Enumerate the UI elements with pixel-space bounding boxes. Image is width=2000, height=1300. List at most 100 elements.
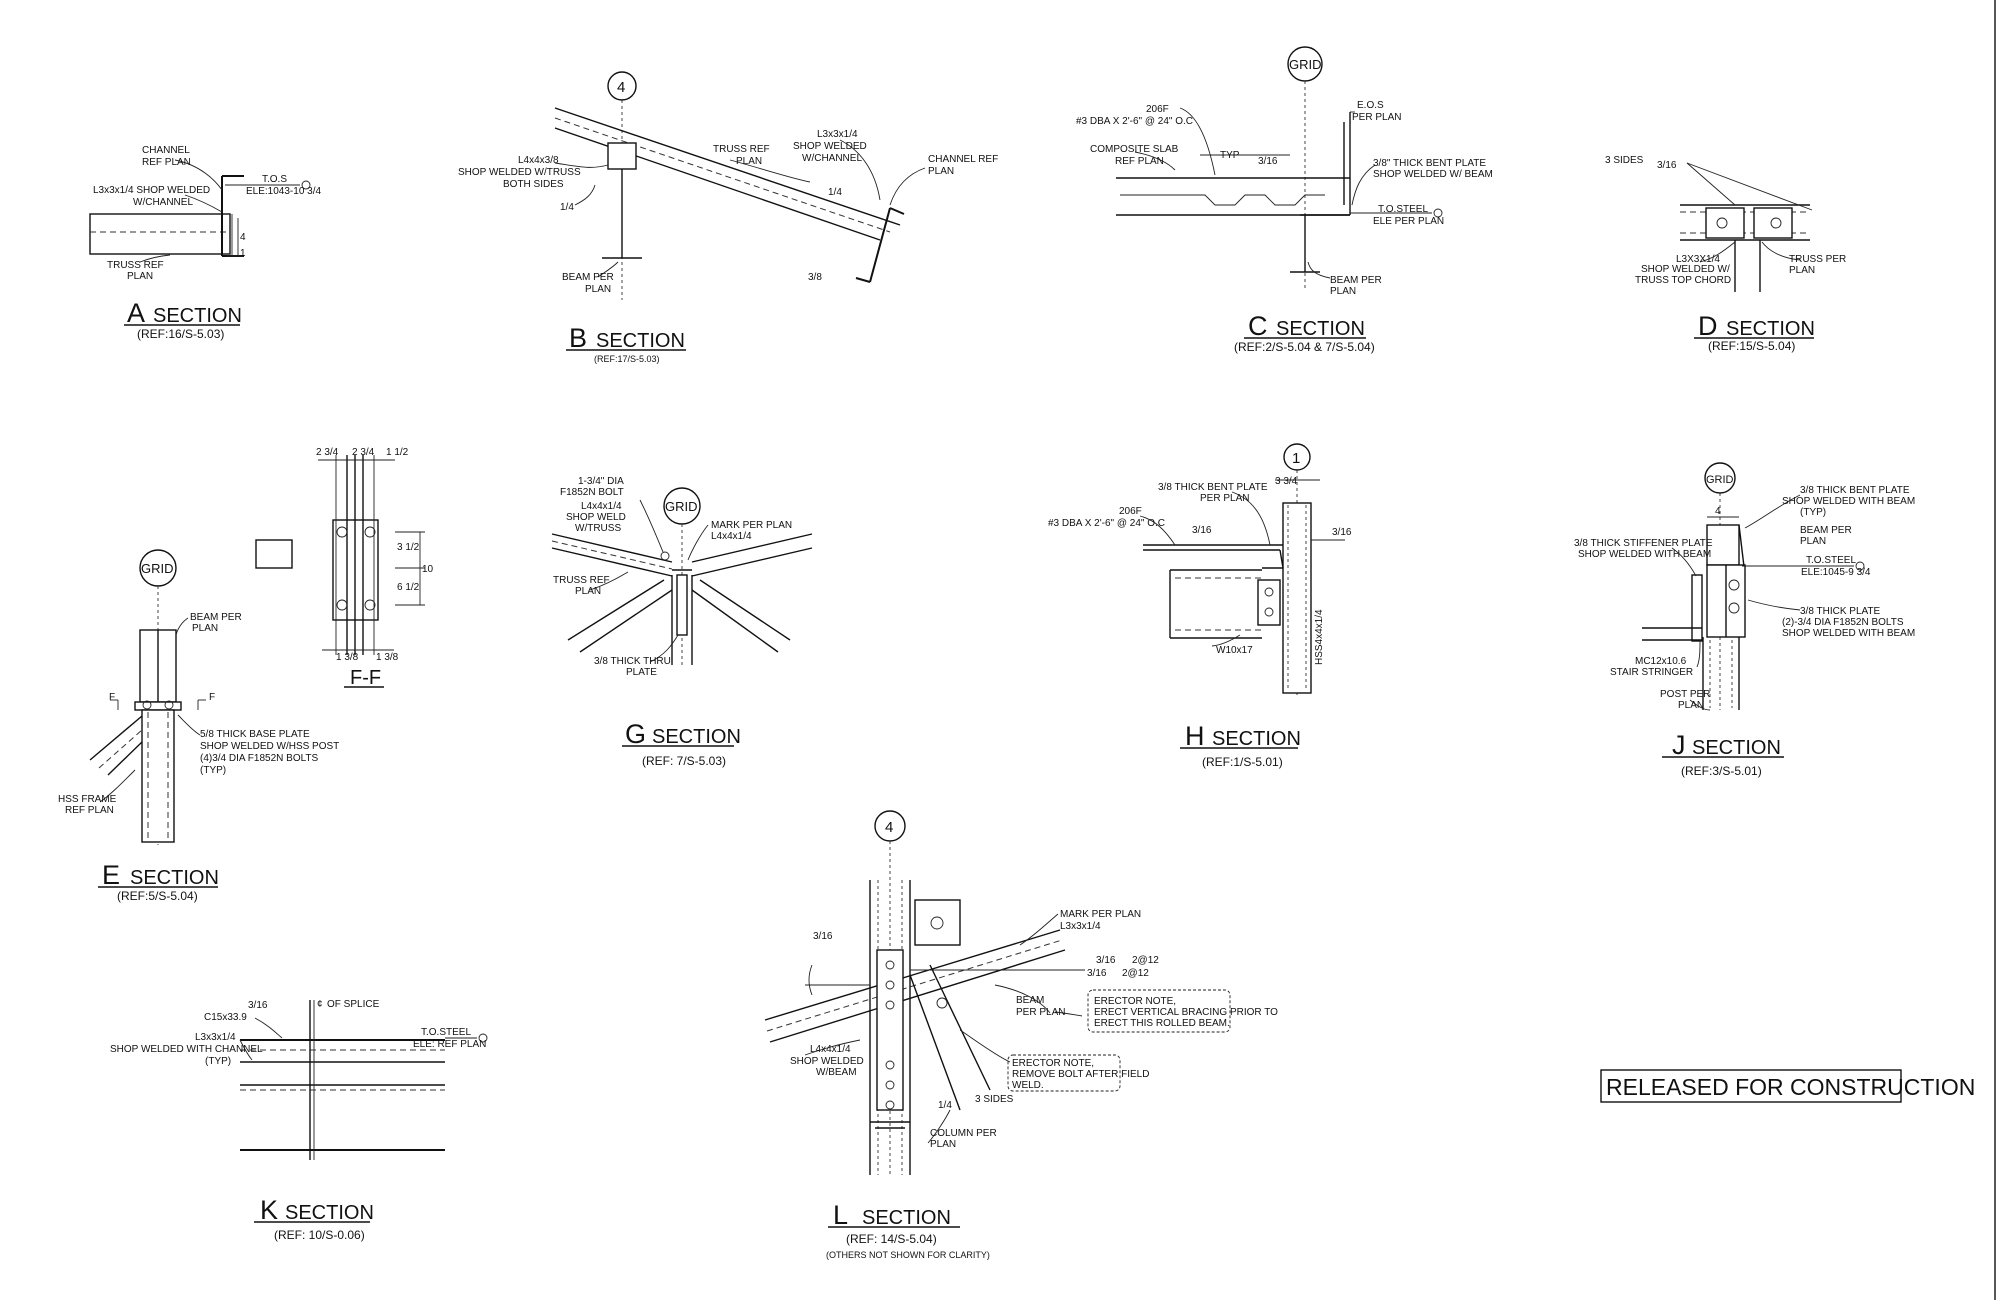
svg-text:1/4: 1/4 [938, 1100, 952, 1111]
svg-text:T.O.STEEL: T.O.STEEL [421, 1027, 471, 1038]
section-h-ref: (REF:1/S-5.01) [1202, 755, 1283, 769]
section-j-letter: J [1672, 730, 1686, 760]
svg-text:L4x4x3/8: L4x4x3/8 [518, 155, 559, 166]
section-g-letter: G [625, 719, 646, 749]
svg-text:3 SIDES: 3 SIDES [1605, 155, 1644, 166]
svg-text:MARK PER PLAN: MARK PER PLAN [1060, 909, 1141, 920]
svg-text:1-3/4" DIA: 1-3/4" DIA [578, 476, 624, 487]
section-l-subref: (OTHERS NOT SHOWN FOR CLARITY) [826, 1250, 990, 1260]
svg-text:3/8" THICK BENT PLATE: 3/8" THICK BENT PLATE [1373, 158, 1486, 169]
svg-text:3/8 THICK STIFFENER PLATE: 3/8 THICK STIFFENER PLATE [1574, 538, 1713, 549]
svg-text:L3x3x1/4: L3x3x1/4 [195, 1032, 236, 1043]
svg-text:3 1/2: 3 1/2 [397, 542, 420, 553]
detail-e: GRID BEAM PER PLAN F F 5/8 THICK BASE PL… [58, 549, 339, 903]
section-d-title: SECTION [1726, 318, 1815, 340]
section-h-letter: H [1185, 721, 1205, 751]
svg-text:6 1/2: 6 1/2 [397, 582, 420, 593]
section-l-title: SECTION [862, 1207, 951, 1229]
svg-text:CHANNEL REF: CHANNEL REF [928, 154, 998, 165]
section-a-ref: (REF:16/S-5.03) [137, 327, 224, 341]
svg-text:BEAM PER: BEAM PER [1330, 275, 1382, 286]
svg-text:1 1/2: 1 1/2 [386, 447, 409, 458]
stamp-text: RELEASED FOR CONSTRUCTION [1606, 1074, 1975, 1100]
svg-text:L4x4x1/4: L4x4x1/4 [810, 1044, 851, 1055]
section-j-title: SECTION [1692, 737, 1781, 759]
section-b-title: SECTION [596, 330, 685, 352]
svg-text:COMPOSITE SLAB: COMPOSITE SLAB [1090, 144, 1179, 155]
svg-text:2@12: 2@12 [1122, 968, 1149, 979]
svg-text:3/8 THICK THRU: 3/8 THICK THRU [594, 656, 671, 667]
svg-text:REMOVE BOLT AFTER FIELD: REMOVE BOLT AFTER FIELD [1012, 1069, 1149, 1080]
svg-text:PLAN: PLAN [1800, 536, 1826, 547]
svg-text:1/4: 1/4 [828, 187, 842, 198]
svg-text:PER PLAN: PER PLAN [1200, 493, 1249, 504]
svg-text:ERECTOR NOTE,: ERECTOR NOTE, [1012, 1058, 1094, 1069]
detail-k: C15x33.9 ¢ OF SPLICE 3/16 L3x3x1/4 SHOP … [110, 999, 488, 1242]
svg-text:3 SIDES: 3 SIDES [975, 1094, 1014, 1105]
detail-f-f: 2 3/4 2 3/4 1 1/2 3 1/2 6 1/2 10 1 3/8 1… [255, 447, 434, 689]
svg-text:STAIR STRINGER: STAIR STRINGER [1610, 667, 1693, 678]
svg-text:BEAM PER: BEAM PER [1800, 525, 1852, 536]
note-channel: CHANNEL [142, 145, 190, 156]
svg-text:PLAN: PLAN [192, 623, 218, 634]
svg-text:PLAN: PLAN [575, 586, 601, 597]
section-c-letter: C [1248, 311, 1268, 341]
svg-text:2 3/4: 2 3/4 [352, 447, 375, 458]
svg-text:SHOP WELDED: SHOP WELDED [790, 1056, 864, 1067]
svg-text:PLAN: PLAN [1789, 265, 1815, 276]
svg-text:F: F [209, 692, 215, 703]
section-e-title: SECTION [130, 867, 219, 889]
section-a-title: SECTION [153, 305, 242, 327]
section-f-f-title: F-F [350, 667, 381, 689]
svg-text:HSS FRAME: HSS FRAME [58, 794, 117, 805]
note-ref-plan: REF PLAN [142, 157, 191, 168]
section-d-letter: D [1698, 311, 1718, 341]
svg-text:SHOP WELDED W/ BEAM: SHOP WELDED W/ BEAM [1373, 169, 1493, 180]
svg-text:SHOP WELDED WITH BEAM: SHOP WELDED WITH BEAM [1782, 628, 1915, 639]
svg-text:BEAM: BEAM [1016, 995, 1044, 1006]
svg-text:WELD.: WELD. [1012, 1080, 1044, 1091]
note-w-channel: W/CHANNEL [133, 197, 193, 208]
svg-text:206F: 206F [1119, 506, 1142, 517]
detail-c: GRID 206F #3 DBA X 2'-6" @ 24" O.C E.O.S… [1076, 46, 1493, 354]
svg-text:PLAN: PLAN [736, 156, 762, 167]
svg-text:2@12: 2@12 [1132, 955, 1159, 966]
svg-text:L4x4x1/4: L4x4x1/4 [581, 501, 622, 512]
svg-text:GRID: GRID [665, 499, 698, 514]
svg-text:SHOP WELDED W/HSS POST: SHOP WELDED W/HSS POST [200, 741, 339, 752]
svg-text:PLATE: PLATE [626, 667, 657, 678]
svg-text:C15x33.9: C15x33.9 [204, 1012, 247, 1023]
svg-text:L4x4x1/4: L4x4x1/4 [711, 531, 752, 542]
svg-text:ERECT VERTICAL BRACING PRIOR T: ERECT VERTICAL BRACING PRIOR TO [1094, 1007, 1278, 1018]
section-h-title: SECTION [1212, 728, 1301, 750]
svg-text:3/16: 3/16 [1258, 156, 1278, 167]
svg-text:POST PER: POST PER [1660, 689, 1710, 700]
dim-1: 1 [240, 248, 246, 259]
release-stamp: RELEASED FOR CONSTRUCTION [1600, 1069, 1975, 1103]
section-a-letter: A [127, 298, 145, 328]
svg-text:L3x3x1/4: L3x3x1/4 [817, 129, 858, 140]
svg-text:ELE:1045-9 3/4: ELE:1045-9 3/4 [1801, 567, 1871, 578]
svg-text:5/8 THICK BASE PLATE: 5/8 THICK BASE PLATE [200, 729, 310, 740]
detail-d: 3 SIDES 3/16 L3X3X1/4 SHOP WELDED W/ TRU… [1605, 155, 1846, 353]
svg-text:4: 4 [885, 819, 893, 836]
svg-text:#3 DBA X 2'-6" @ 24" O.C: #3 DBA X 2'-6" @ 24" O.C [1076, 116, 1193, 127]
section-g-ref: (REF: 7/S-5.03) [642, 754, 726, 768]
svg-text:COLUMN PER: COLUMN PER [930, 1128, 997, 1139]
detail-j: GRID 4 3/8 THICK BENT PLATE SHOP WELDED … [1574, 462, 1915, 778]
section-c-ref: (REF:2/S-5.04 & 7/S-5.04) [1234, 340, 1375, 354]
svg-text:OF SPLICE: OF SPLICE [327, 999, 380, 1010]
svg-text:3/16: 3/16 [1192, 525, 1212, 536]
svg-text:SHOP WELDED WITH BEAM: SHOP WELDED WITH BEAM [1578, 549, 1711, 560]
note-angle: L3x3x1/4 SHOP WELDED [93, 185, 210, 196]
svg-text:4: 4 [617, 79, 625, 96]
svg-text:PLAN: PLAN [928, 166, 954, 177]
detail-h: 1 3/8 THICK BENT PLATE PER PLAN 3 3/4 20… [1048, 443, 1352, 769]
svg-text:PER PLAN: PER PLAN [1016, 1007, 1065, 1018]
svg-text:3/16: 3/16 [813, 931, 833, 942]
svg-text:PLAN: PLAN [585, 284, 611, 295]
svg-text:3/16: 3/16 [1087, 968, 1107, 979]
section-b-ref: (REF:17/S-5.03) [594, 354, 660, 364]
svg-text:1 3/8: 1 3/8 [376, 652, 399, 663]
